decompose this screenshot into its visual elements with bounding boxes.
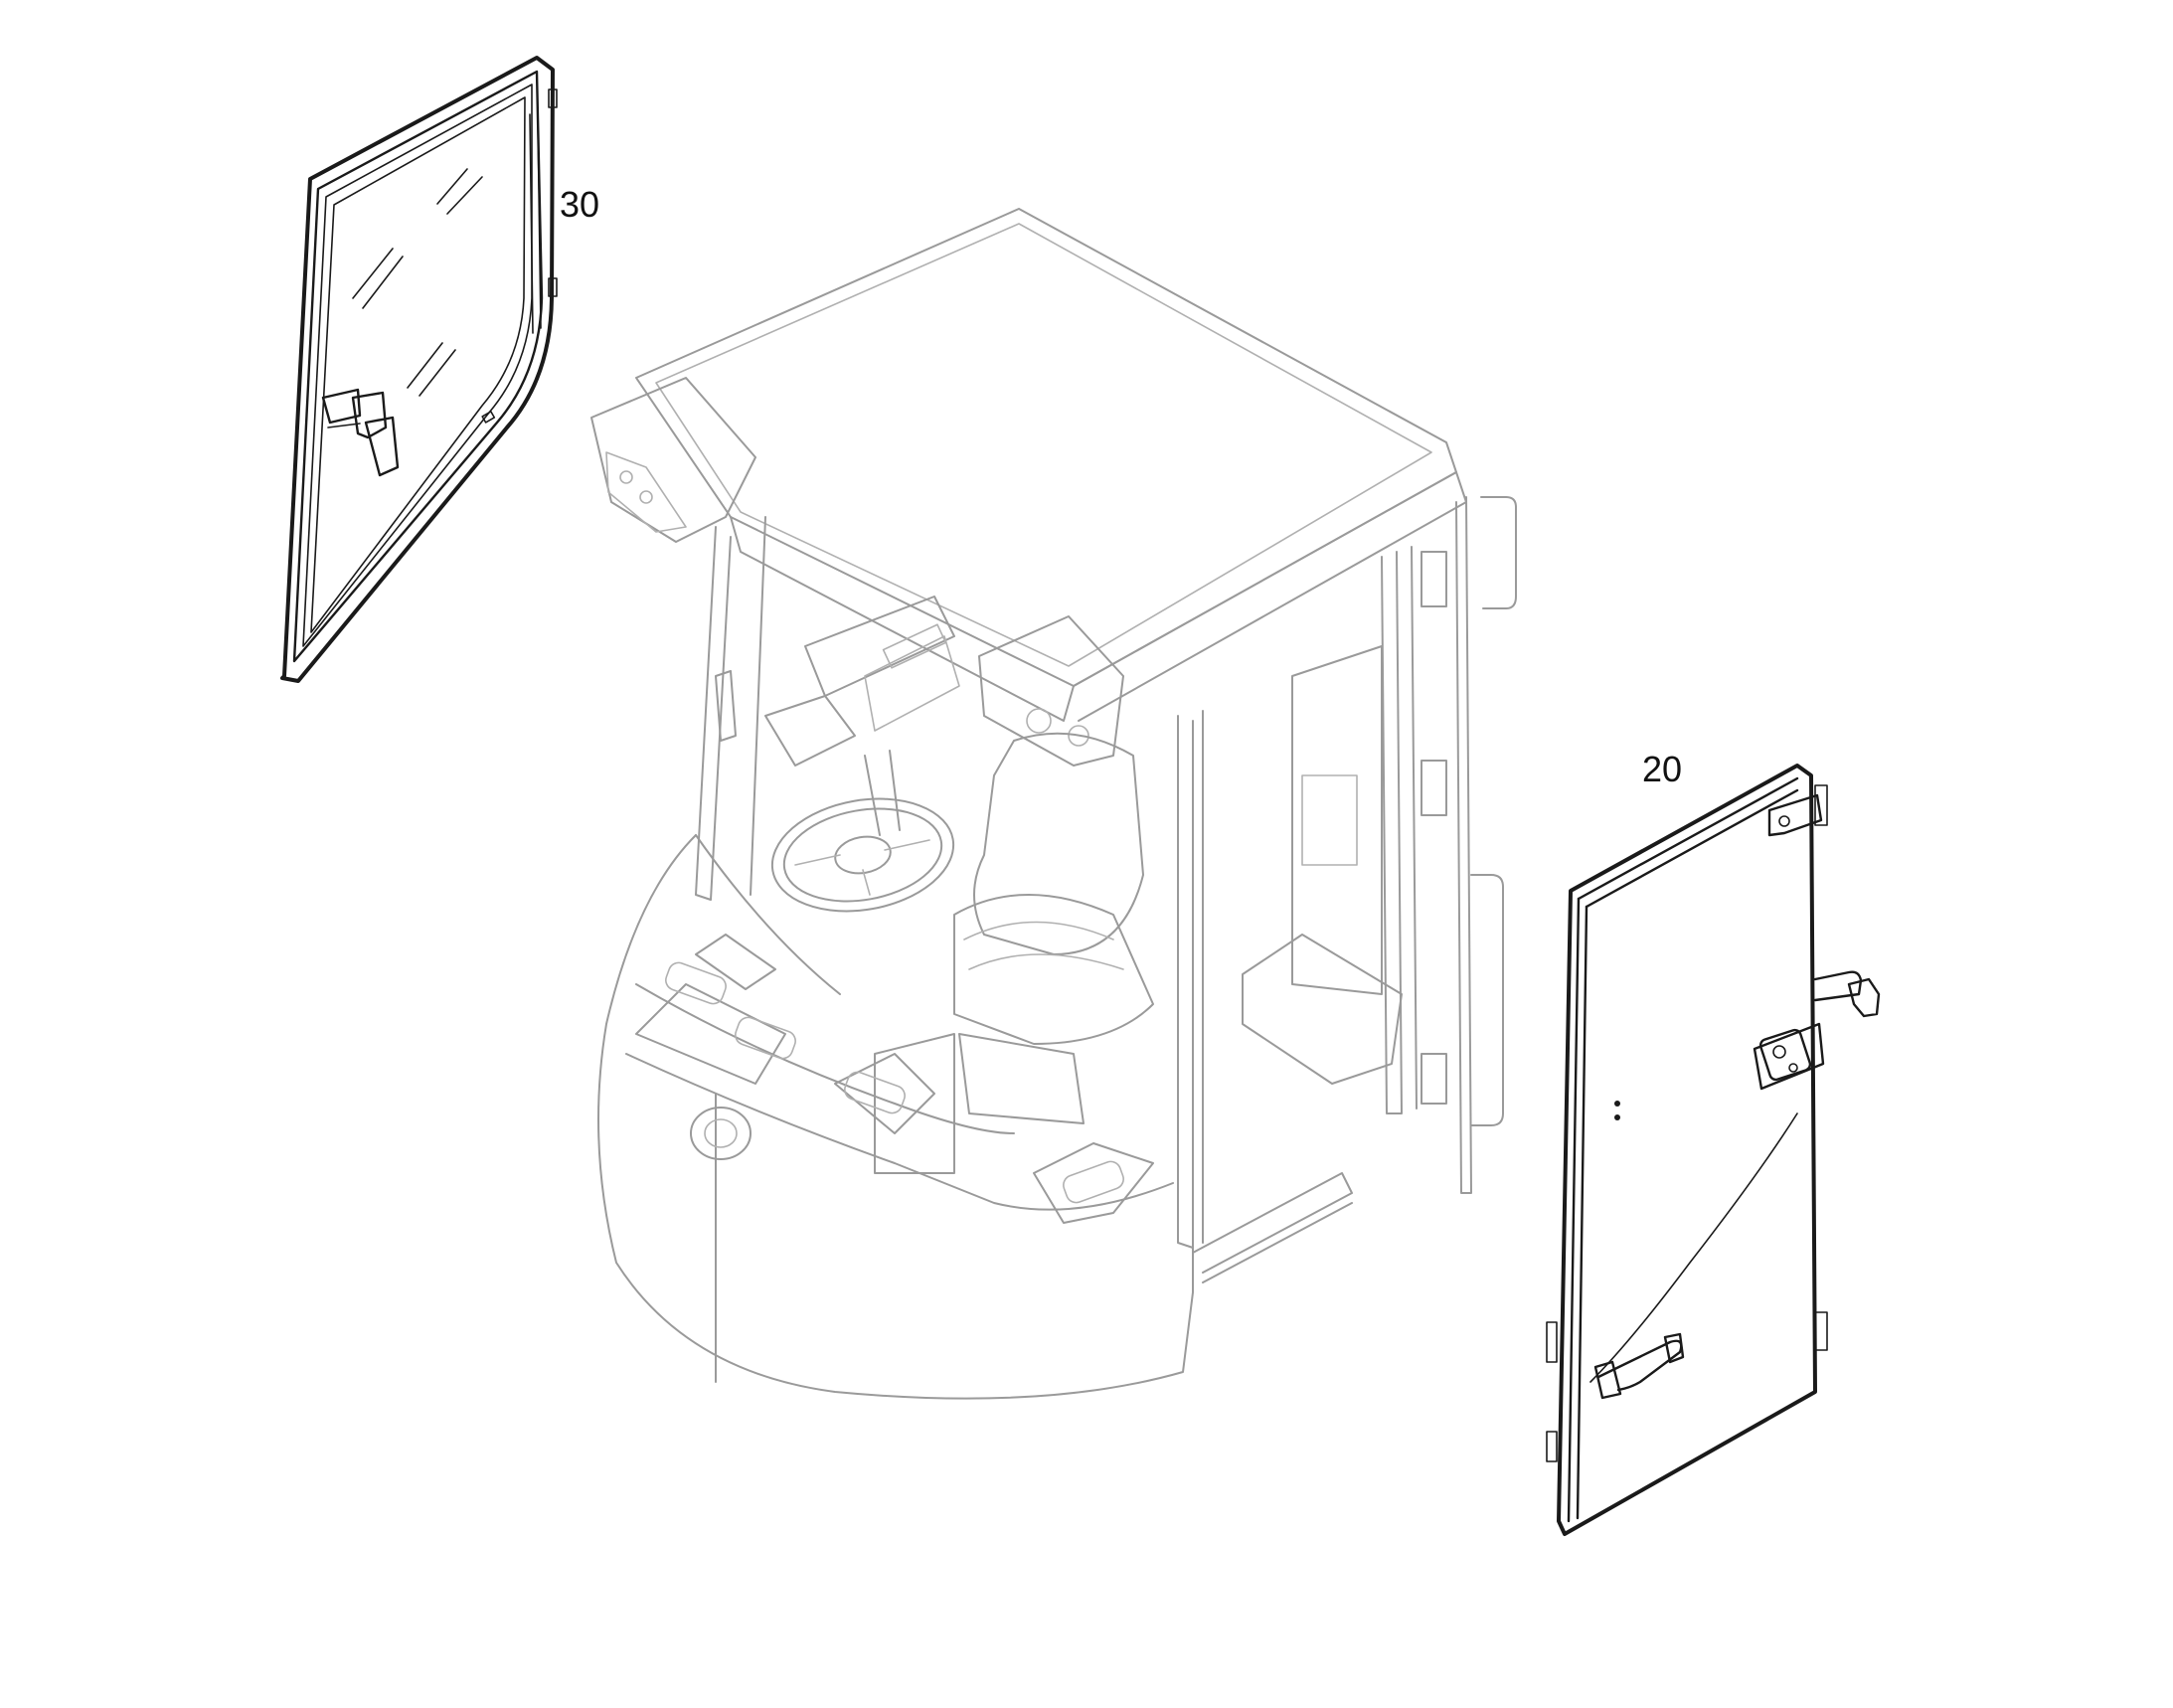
callout-label-side-window: 30	[560, 184, 600, 225]
callout-label-door: 20	[1642, 749, 1683, 789]
cab-door	[1546, 764, 1881, 1536]
side-window-glass	[280, 56, 558, 683]
operator-cab	[590, 208, 1517, 1400]
